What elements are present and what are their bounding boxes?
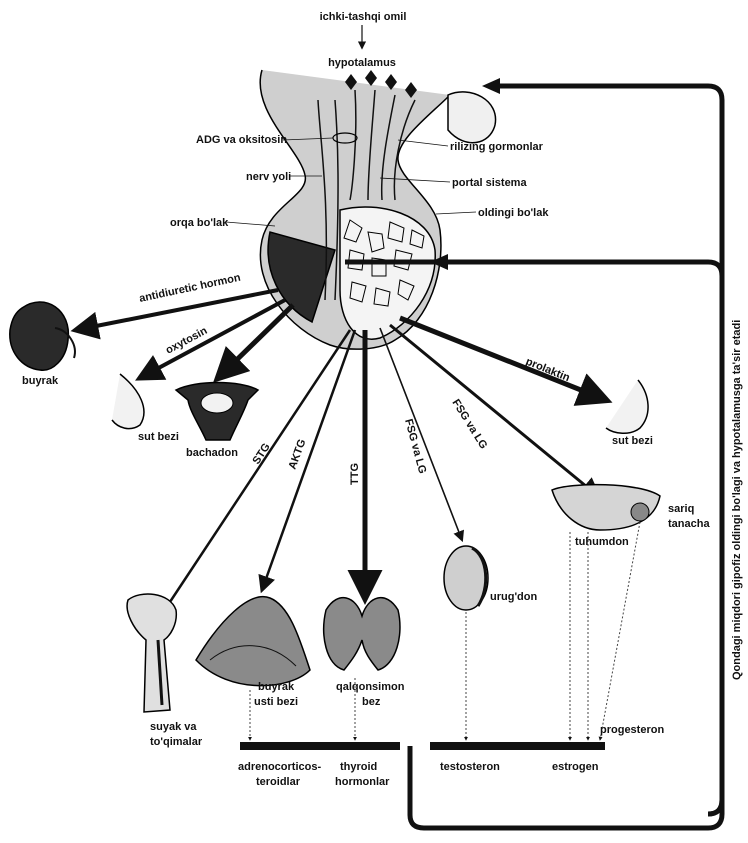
adrenal-label-1: buyrak [258, 681, 295, 693]
uterus-icon [176, 383, 258, 441]
adrenal-label-2: usti bezi [254, 696, 298, 708]
ttg-label: TTG [349, 463, 361, 485]
kidney-icon [10, 302, 75, 370]
milk-gland-left-label: sut bezi [138, 431, 179, 443]
milk-gland-right-label: sut bezi [612, 435, 653, 447]
top-input-label: ichki-tashqi omil [320, 11, 407, 23]
bone-icon [127, 594, 176, 712]
thyroid-hormone-label-1: thyroid [340, 761, 377, 773]
yellow-body-label-2: tanacha [668, 518, 710, 530]
thyroid-label-1: qalqonsimon [336, 681, 405, 693]
hypothalamus-label: hypotalamus [328, 57, 396, 69]
releasing-hormones-label: rilizing gormonlar [450, 141, 544, 153]
ovary-label: tuhumdon [575, 536, 629, 548]
adrenal-icon [196, 597, 310, 686]
thyroid-icon [324, 598, 400, 670]
adrenocorticosteroid-label-2: teroidlar [256, 776, 301, 788]
thyroid-label-2: bez [362, 696, 381, 708]
adrenocorticosteroid-label-1: adrenocorticos- [238, 761, 321, 773]
posterior-lobe-label: orqa bo'lak [170, 217, 229, 229]
uterus-label: bachadon [186, 447, 238, 459]
stg-arrow [158, 330, 350, 620]
kidney-label: buyrak [22, 375, 59, 387]
testis-icon [444, 546, 488, 610]
bone-label-2: to'qimalar [150, 736, 203, 748]
adg-label: ADG va oksitosin [196, 134, 287, 146]
anterior-lobe-label: oldingi bo'lak [478, 207, 549, 219]
aktg-arrow [262, 330, 355, 590]
estrogen-label: estrogen [552, 761, 599, 773]
feedback-label: Qondagi miqdori gipofiz oldingi bo'lagi … [731, 320, 743, 680]
yellow-body-label-1: sariq [668, 503, 694, 515]
fsg-lg-label-1: FSG va LG [402, 418, 428, 475]
feedback-loop-bottom [410, 746, 722, 828]
thyroid-hormone-label-2: hormonlar [335, 776, 390, 788]
portal-system-label: portal sistema [452, 177, 527, 189]
feedback-loop-lower [345, 262, 722, 814]
ovary-icon [552, 485, 660, 530]
fsg-lg-label-2: FSG va LG [449, 397, 489, 451]
testis-label: urug'don [490, 591, 537, 603]
milk-gland-icon [112, 374, 144, 429]
pituitary-icon [260, 70, 495, 349]
progesterone-label: progesteron [600, 724, 664, 736]
milk-gland-icon [606, 380, 648, 433]
nerve-path-label: nerv yoli [246, 171, 291, 183]
anterior-lobe-shape [340, 207, 435, 339]
bone-label-1: suyak va [150, 721, 197, 733]
testosterone-label: testosteron [440, 761, 500, 773]
hormone-bar-right [430, 742, 605, 750]
hormone-bar-left [240, 742, 400, 750]
fsg-lg-arrow-testis [380, 328, 462, 540]
